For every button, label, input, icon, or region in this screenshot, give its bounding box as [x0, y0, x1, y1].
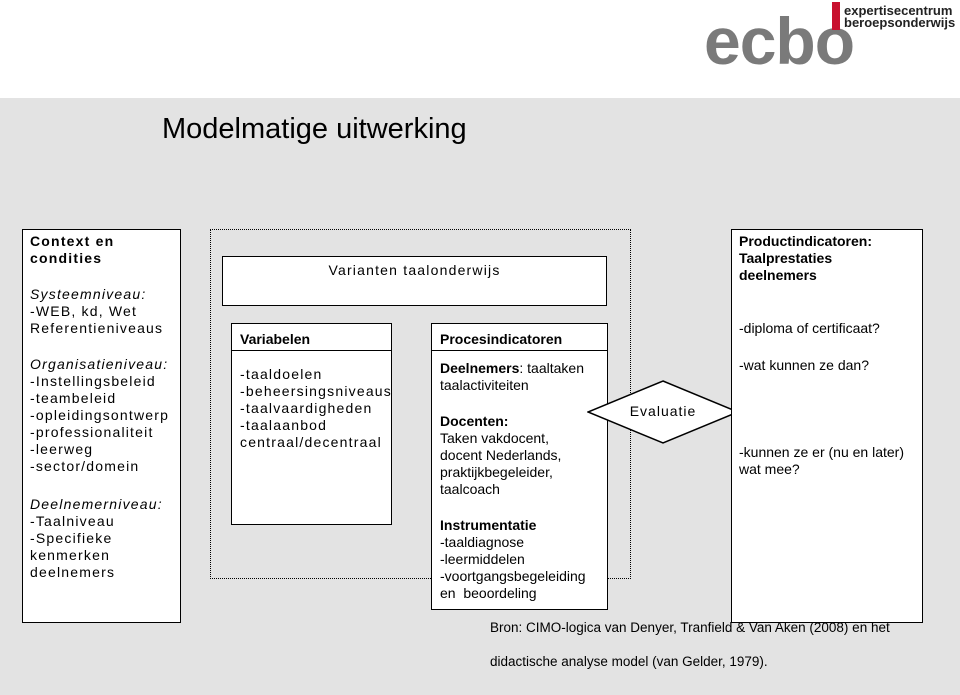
process-divider [431, 350, 608, 351]
variable-item: -taalvaardigheden [240, 400, 373, 416]
variable-item: -beheersingsniveaus [240, 383, 392, 399]
variable-item: -taaldoelen [240, 366, 323, 382]
teacher-item: docent Nederlands, [440, 447, 562, 463]
logo-accent-bar [832, 2, 840, 30]
org-item: -teambeleid [30, 390, 117, 406]
product-item: -wat kunnen ze dan? [739, 357, 869, 373]
variables-box [231, 323, 392, 525]
instrument-item: -leermiddelen [440, 551, 525, 567]
source-line-1: Bron: CIMO-logica van Denyer, Tranfield … [490, 620, 890, 635]
instrument-item: -voortgangsbegeleiding [440, 568, 586, 584]
source-line-2: didactische analyse model (van Gelder, 1… [490, 654, 768, 669]
org-item: -leerweg [30, 441, 94, 457]
participant-item: deelnemers [30, 564, 116, 580]
participant-item: -Specifieke [30, 530, 113, 546]
participant-level-label: Deelnemerniveau: [30, 496, 163, 512]
slide-title: Modelmatige uitwerking [162, 113, 467, 145]
instrument-item: -taaldiagnose [440, 534, 525, 550]
instruments-label: Instrumentatie [440, 517, 537, 533]
product-heading-line: Productindicatoren: [739, 233, 873, 249]
variants-heading-box [222, 256, 607, 306]
participants-text: : taaltaken [519, 360, 584, 376]
instrument-item: en beoordeling [440, 585, 537, 601]
system-item: -WEB, kd, Wet [30, 303, 138, 319]
logo-line-1: expertisecentrum [844, 3, 953, 18]
variables-divider [231, 350, 392, 351]
logo-line-2: beroepsonderwijs [844, 15, 956, 30]
org-item: -Instellingsbeleid [30, 373, 156, 389]
teacher-item: Taken vakdocent, [440, 430, 549, 446]
ecbo-logo: ecbo expertisecentrum beroepsonderwijs [652, 2, 955, 78]
org-item: -sector/domein [30, 458, 140, 474]
product-heading-line: Taalprestaties [739, 250, 833, 266]
product-box [731, 229, 923, 623]
org-item: -opleidingsontwerp [30, 407, 170, 423]
participants-label: Deelnemers [440, 360, 520, 376]
teacher-item: taalcoach [440, 481, 500, 497]
evaluation-diamond [587, 380, 739, 444]
process-box [431, 323, 608, 610]
participants-line-2: taalactiviteiten [440, 377, 529, 393]
participant-item: kenmerken [30, 547, 111, 563]
evaluation-label: Evaluatie [629, 403, 697, 419]
context-heading-line-1: Context en [30, 233, 115, 249]
teacher-item: praktijkbegeleider, [440, 464, 553, 480]
variable-item: -taalaanbod [240, 417, 328, 433]
product-item: -diploma of certificaat? [739, 320, 880, 336]
process-participants: Deelnemers: taaltaken [440, 360, 584, 378]
variables-heading: Variabelen [240, 331, 311, 347]
logo-wordmark: ecbo [704, 4, 855, 78]
variants-heading: Varianten taalonderwijs [328, 262, 501, 278]
process-heading: Procesindicatoren [440, 331, 563, 347]
org-level-label: Organisatieniveau: [30, 356, 169, 372]
system-level-label: Systeemniveau: [30, 286, 147, 302]
teachers-label: Docenten: [440, 413, 509, 429]
context-box [22, 229, 181, 623]
context-heading-line-2: condities [30, 250, 103, 266]
product-item: -kunnen ze er (nu en later) [739, 444, 904, 460]
product-item: wat mee? [739, 461, 800, 477]
product-heading-line: deelnemers [739, 267, 817, 283]
variable-item: centraal/decentraal [240, 434, 382, 450]
participant-item: -Taalniveau [30, 513, 115, 529]
system-item: Referentieniveaus [30, 320, 164, 336]
org-item: -professionaliteit [30, 424, 154, 440]
